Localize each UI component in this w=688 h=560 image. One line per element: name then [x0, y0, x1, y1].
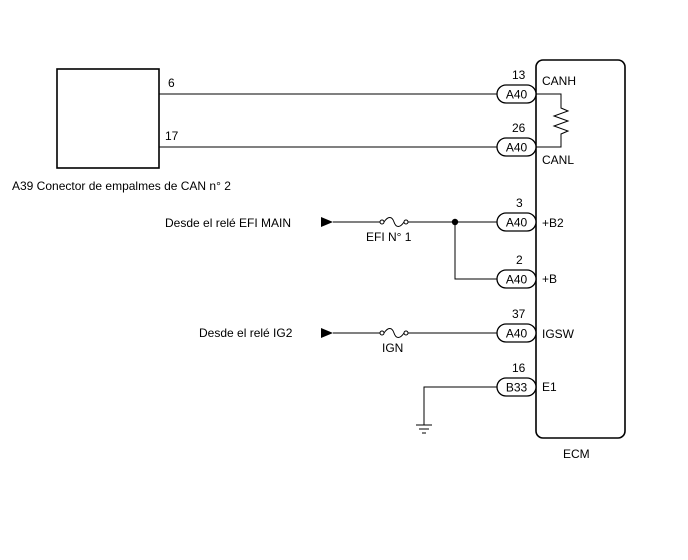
terminal-b2: 3 A40 +B2 — [496, 196, 564, 232]
pin-number: 13 — [512, 68, 526, 82]
terminal-name: E1 — [542, 380, 557, 394]
terminal-name: +B — [542, 272, 557, 286]
ig2-arrow-icon — [321, 328, 333, 338]
ecm-box — [535, 59, 626, 439]
splice-connector-label: A39 Conector de empalmes de CAN n° 2 — [12, 179, 231, 193]
connector-code: B33 — [506, 381, 528, 395]
terminal-name: CANH — [542, 74, 576, 88]
connector-code: A40 — [506, 141, 528, 155]
terminal-name: +B2 — [542, 216, 564, 230]
terminal-canl: 26 A40 CANL — [496, 121, 574, 167]
connector-code: A40 — [506, 273, 528, 287]
splice-connector-box — [56, 68, 160, 169]
connector-code: A40 — [506, 216, 528, 230]
terminal-name: CANL — [542, 153, 574, 167]
pin-number: 2 — [516, 253, 523, 267]
pin-number: 16 — [512, 361, 526, 375]
ground-wire — [423, 386, 497, 425]
connector-code: A40 — [506, 327, 528, 341]
terminal-canh: 13 A40 CANH — [496, 68, 576, 104]
terminal-name: IGSW — [542, 327, 575, 341]
efi-main-source-label: Desde el relé EFI MAIN — [165, 216, 291, 230]
efi-main-arrow-icon — [321, 217, 333, 227]
efi-fuse-label: EFI N° 1 — [366, 230, 412, 244]
ecm-label: ECM — [563, 447, 590, 461]
ig2-source-label: Desde el relé IG2 — [199, 326, 293, 340]
ground-icon — [416, 424, 432, 434]
splice-pin-17: 17 — [165, 129, 179, 143]
ign-fuse-label: IGN — [382, 341, 403, 355]
termination-resistor — [536, 93, 570, 148]
splice-pin-6: 6 — [168, 76, 175, 90]
pin-number: 26 — [512, 121, 526, 135]
pin-number: 3 — [516, 196, 523, 210]
efi-fuse-icon — [379, 217, 409, 227]
efi-b-wire — [454, 222, 497, 280]
terminal-b: 2 A40 +B — [496, 253, 557, 289]
connector-code: A40 — [506, 88, 528, 102]
pin-number: 37 — [512, 307, 526, 321]
ign-fuse-icon — [379, 328, 409, 338]
